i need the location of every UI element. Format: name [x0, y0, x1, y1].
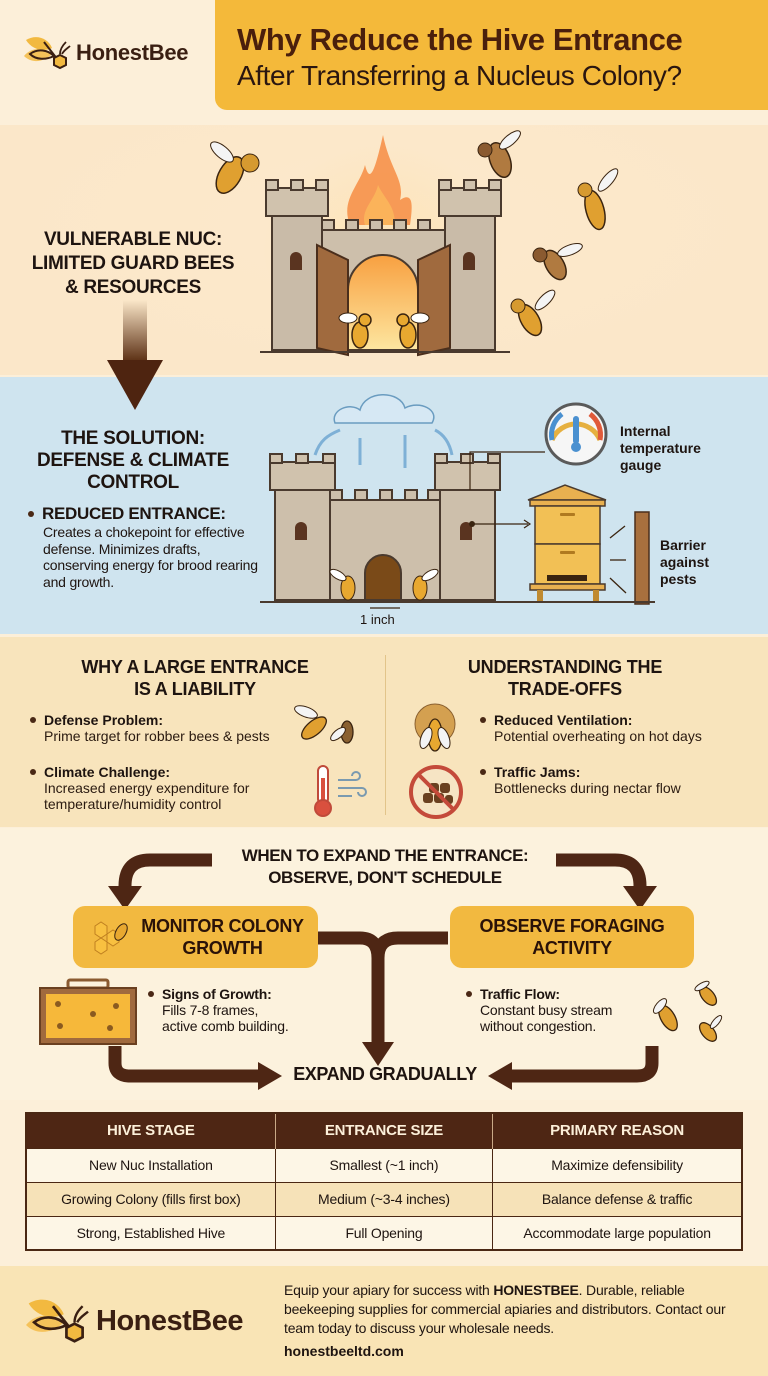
- expand-title: WHEN TO EXPAND THE ENTRANCE: OBSERVE, DO…: [241, 846, 529, 887]
- table-header: PRIMARY REASON: [492, 1113, 742, 1148]
- robber-bees-icon: [294, 705, 354, 744]
- beehive-icon: [527, 484, 607, 602]
- liability-item: Defense Problem: Prime target for robber…: [30, 712, 300, 744]
- foraging-bees-icon: [652, 980, 723, 1042]
- footer-cta-text: Equip your apiary for success with HONES…: [284, 1282, 726, 1336]
- traffic-flow-item: Traffic Flow: Constant busy stream witho…: [466, 986, 646, 1034]
- table-cell: New Nuc Installation: [25, 1147, 276, 1183]
- airflow-arrows-icon: [313, 428, 454, 468]
- comparison-section: [0, 637, 768, 827]
- table-header-row: HIVE STAGE ENTRANCE SIZE PRIMARY REASON: [26, 1113, 742, 1148]
- table-cell: Strong, Established Hive: [25, 1215, 276, 1251]
- defended-castle-illustration: [260, 394, 655, 609]
- entrance-size-table: HIVE STAGE ENTRANCE SIZE PRIMARY REASON …: [25, 1112, 743, 1251]
- tradeoff-item: Reduced Ventilation: Potential overheati…: [480, 712, 750, 744]
- observe-foraging-step: OBSERVE FORAGING ACTIVITY: [450, 906, 694, 968]
- wasp-icon: [477, 130, 521, 179]
- liability-title: WHY A LARGE ENTRANCE IS A LIABILITY: [81, 657, 309, 699]
- table-cell: Accommodate large population: [492, 1215, 743, 1251]
- bullet-icon: [30, 717, 36, 723]
- barrier-post-icon: [634, 511, 650, 605]
- footer-brand-logo[interactable]: HonestBee: [22, 1290, 244, 1352]
- table-row: New Nuc Installation Smallest (~1 inch) …: [25, 1147, 743, 1183]
- down-arrow-icon: [107, 360, 163, 410]
- tradeoff-item: Traffic Jams: Bottlenecks during nectar …: [480, 764, 750, 796]
- title-banner: Why Reduce the Hive Entrance After Trans…: [215, 0, 768, 110]
- bullet-icon: [28, 511, 34, 517]
- guard-bee-icon: [338, 312, 372, 349]
- table-row: Strong, Established Hive Full Opening Ac…: [25, 1215, 743, 1251]
- liability-item: Climate Challenge: Increased energy expe…: [30, 764, 310, 812]
- table-header: HIVE STAGE: [26, 1113, 276, 1148]
- flow-arrows: [108, 853, 659, 1090]
- barrier-label: Barrier against pests: [660, 537, 710, 587]
- overheating-bee-icon: [414, 703, 456, 752]
- brand-name: HonestBee: [76, 40, 189, 65]
- open-gate-left: [316, 243, 349, 357]
- bee-logo-icon: [26, 1299, 89, 1343]
- expand-gradually-result: EXPAND GRADUALLY: [293, 1064, 477, 1084]
- guard-bee-icon: [396, 312, 430, 349]
- footer: [0, 1266, 768, 1376]
- table-header: ENTRANCE SIZE: [275, 1113, 494, 1148]
- page-title: Why Reduce the Hive Entrance: [237, 22, 683, 57]
- down-arrow-shaft: [123, 300, 147, 362]
- tradeoffs-title: UNDERSTANDING THE TRADE-OFFS: [467, 657, 663, 699]
- bullet-icon: [480, 769, 486, 775]
- thermometer-wind-icon: [314, 765, 367, 817]
- table-cell: Balance defense & traffic: [492, 1181, 743, 1217]
- repel-arrows-icon: [609, 525, 627, 594]
- table-cell: Growing Colony (fills first box): [25, 1181, 276, 1217]
- website-link[interactable]: honestbeeltd.com: [284, 1343, 404, 1359]
- column-divider: [385, 655, 386, 815]
- small-entrance: [364, 554, 402, 601]
- castle-under-attack-illustration: [210, 130, 619, 357]
- robber-bee-icon: [210, 141, 260, 194]
- brand-logo[interactable]: HonestBee: [22, 30, 189, 76]
- page-subtitle: After Transferring a Nucleus Colony?: [237, 60, 682, 91]
- no-congestion-icon: [409, 765, 463, 819]
- robber-bee-icon: [510, 289, 556, 337]
- wasp-icon: [577, 168, 619, 231]
- open-gate-right: [417, 243, 451, 357]
- guard-bee-icon: [329, 568, 356, 601]
- honey-frame-icon: [39, 978, 137, 1045]
- growth-signs-item: Signs of Growth: Fills 7-8 frames, activ…: [148, 986, 348, 1034]
- cloud-icon: [333, 394, 435, 424]
- bee-logo-icon: [24, 37, 71, 70]
- bullet-icon: [148, 991, 154, 997]
- honeycomb-icon: [94, 921, 129, 955]
- temperature-gauge-icon: [544, 402, 608, 466]
- table-cell: Medium (~3-4 inches): [274, 1181, 494, 1217]
- solution-title: THE SOLUTION: DEFENSE & CLIMATE CONTROL: [37, 428, 229, 493]
- robber-bee-icon: [532, 243, 583, 281]
- table-cell: Full Opening: [274, 1215, 494, 1251]
- reduced-entrance-bullet: REDUCED ENTRANCE: Creates a chokepoint f…: [28, 504, 258, 590]
- table-row: Growing Colony (fills first box) Medium …: [25, 1181, 743, 1217]
- entrance-measure-label: 1 inch: [360, 612, 395, 627]
- table-cell: Maximize defensibility: [492, 1147, 743, 1183]
- footer-brand-name: HonestBee: [96, 1304, 244, 1337]
- table-cell: Smallest (~1 inch): [274, 1147, 494, 1183]
- temperature-gauge-label: Internal temperature gauge: [620, 423, 701, 473]
- bullet-icon: [466, 991, 472, 997]
- bullet-icon: [30, 769, 36, 775]
- fire-icon: [347, 135, 412, 225]
- guard-bee-icon: [412, 568, 439, 601]
- bullet-icon: [480, 717, 486, 723]
- vulnerable-nuc-label: VULNERABLE NUC: LIMITED GUARD BEES & RES…: [31, 229, 235, 298]
- monitor-colony-growth-step: MONITOR COLONY GROWTH: [73, 906, 318, 968]
